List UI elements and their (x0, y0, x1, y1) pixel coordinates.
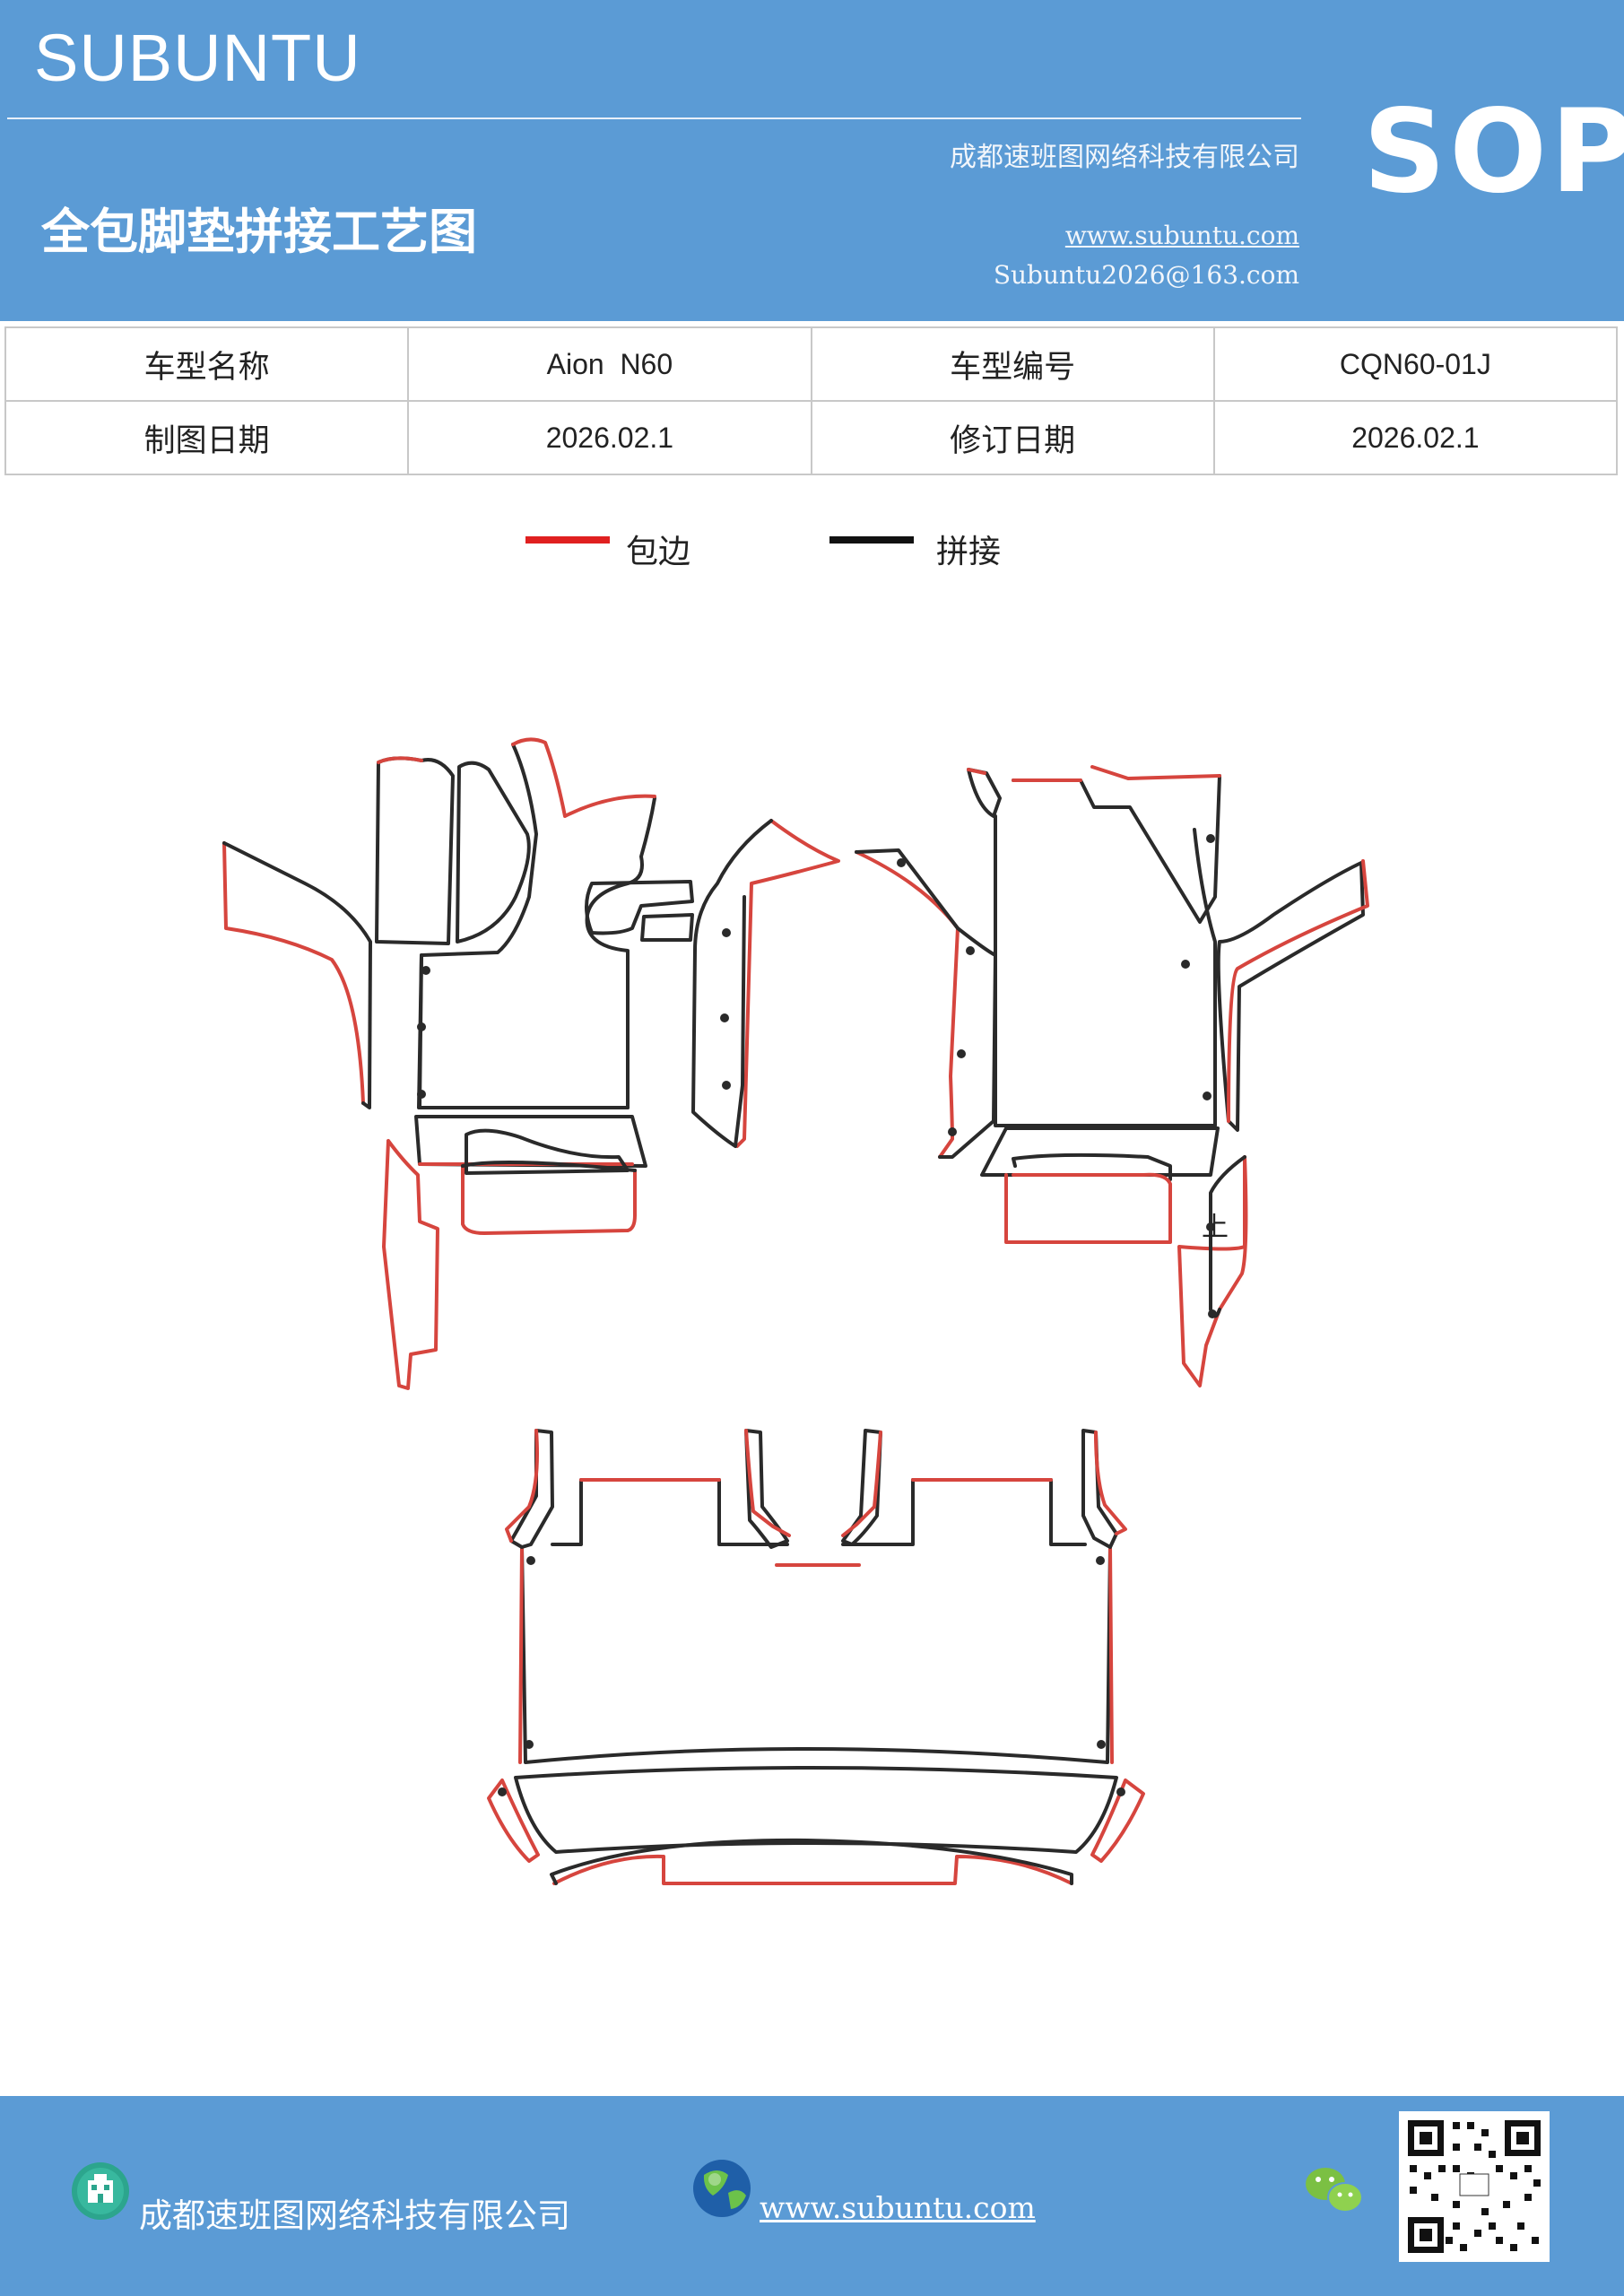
rear-main-right-edge (1108, 1545, 1114, 1764)
header-email: Subuntu2026@163.com (993, 260, 1299, 290)
model-code-label: 车型编号 (810, 326, 1215, 402)
right-side-flap (1216, 861, 1365, 1132)
left-heel-pad (465, 1128, 630, 1175)
document-title: 全包脚垫拼接工艺图 (41, 203, 477, 260)
draw-date-label: 制图日期 (4, 400, 410, 475)
right-top-left-tab-edge (967, 768, 986, 775)
left-strip (417, 743, 656, 1109)
rear-top-center-edge (579, 1478, 1053, 1567)
rear-bottom-strip (552, 1854, 1073, 1885)
rear-top-tab-right-edge (1094, 1431, 1127, 1535)
rear-mat-group (487, 1429, 1145, 1885)
rear-top-tab-midright-edge (841, 1431, 882, 1537)
left-strip-top-edge (511, 737, 656, 818)
legend-splice-label: 拼接 (936, 534, 1002, 570)
qr-code[interactable] (1399, 2111, 1550, 2262)
right-rail-splice (1209, 1155, 1246, 1318)
rear-main-left-edge (518, 1545, 524, 1764)
table-row: 制图日期 2026.02.1 修订日期 2026.02.1 (4, 400, 1619, 475)
header-company-name: 成都速班图网络科技有限公司 (950, 142, 1299, 173)
left-panel-a-top (377, 756, 423, 764)
legend-edge-label: 包边 (626, 534, 691, 570)
up-marker-text: 上 (1202, 1212, 1229, 1243)
right-side-flap-edge (1227, 859, 1369, 1123)
right-top-strip-edge (1012, 765, 1221, 782)
right-lower-pad (1004, 1172, 1172, 1244)
rear-left-corner (487, 1779, 540, 1863)
footer-company-name: 成都速班图网络科技有限公司 (139, 2196, 570, 2235)
legend-splice-swatch (829, 536, 914, 544)
right-heel-pad (1012, 1152, 1172, 1181)
draw-date-value: 2026.02.1 (407, 400, 812, 475)
left-lower-pad (461, 1164, 637, 1235)
right-rail-edge (1177, 1155, 1248, 1387)
right-top-left-tab (967, 768, 1002, 818)
header-divider (7, 117, 1301, 119)
globe-icon[interactable] (693, 2160, 751, 2217)
model-name-label: 车型名称 (4, 326, 410, 402)
left-main-mat (418, 951, 630, 1109)
footer-website-link[interactable]: www.subuntu.com (760, 2190, 1036, 2225)
rear-top-tab-left (509, 1429, 554, 1549)
table-row: 车型名称 Aion N60 车型编号 CQN60-01J (4, 326, 1619, 402)
wechat-icon[interactable] (1306, 2168, 1363, 2213)
model-info-table: 车型名称 Aion N60 车型编号 CQN60-01J 制图日期 2026.0… (4, 326, 1619, 475)
model-code-value: CQN60-01J (1212, 326, 1619, 402)
left-front-mat-group (222, 737, 840, 1390)
left-panel-b (456, 761, 531, 944)
header-website-link[interactable]: www.subuntu.com (1064, 221, 1299, 250)
rear-main-mat (520, 1545, 1112, 1764)
rear-right-corner (1090, 1779, 1145, 1863)
left-side-flap-edge (222, 841, 365, 1105)
model-name-value: Aion N60 (407, 326, 812, 402)
left-rail-edge (382, 1139, 439, 1390)
building-icon (72, 2162, 129, 2220)
rear-heel-strip (514, 1766, 1118, 1854)
header-banner (0, 0, 1624, 321)
brand-logo-text: SUBUNTU (34, 21, 361, 95)
right-main-mat (994, 814, 1217, 1127)
left-door-strip-splice (691, 819, 773, 1148)
revise-date-label: 修订日期 (810, 400, 1215, 475)
rear-bottom-strip-splice (550, 1838, 1073, 1885)
right-heel-strip (980, 1126, 1220, 1177)
rear-top-tab-midleft-edge (744, 1429, 791, 1537)
left-lower-pad-top (461, 1161, 637, 1172)
left-small-tab-2 (640, 913, 694, 942)
left-heel-strip (414, 1115, 647, 1168)
legend-edge-swatch (525, 536, 610, 544)
rivet-dots (417, 834, 1217, 1796)
sop-badge: SOP (1363, 85, 1624, 219)
left-small-tab-1 (585, 880, 694, 935)
left-door-strip (735, 819, 840, 1148)
rear-top-tab-left-edge (505, 1429, 539, 1543)
rear-top-tab-midleft (744, 1429, 789, 1549)
revise-date-value: 2026.02.1 (1212, 400, 1619, 475)
left-side-flap-splice (222, 841, 372, 1109)
